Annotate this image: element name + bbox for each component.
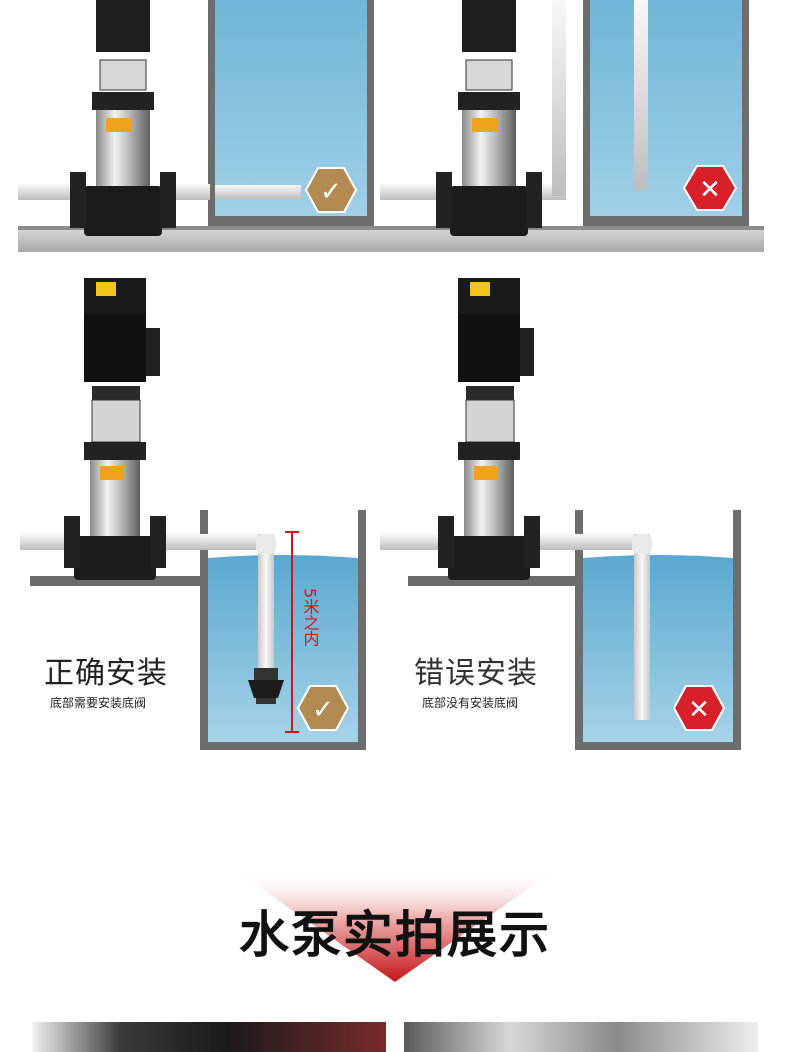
foot-valve-icon	[248, 668, 284, 704]
depth-label-text: 5米之内	[300, 588, 320, 647]
section-header-arrow-icon	[235, 870, 555, 982]
correct-install-pump	[64, 278, 166, 580]
wrong-install-pump	[438, 278, 540, 580]
right-ground-ledge	[408, 576, 580, 586]
correct-check-symbol: ✓	[312, 695, 334, 725]
correct-install-title: 正确安装	[44, 656, 168, 691]
pump-photo-right	[404, 1022, 758, 1052]
top-cross-symbol: ✕	[699, 175, 721, 205]
depth-label: 5米之内	[300, 588, 320, 649]
pump-photo-left	[32, 1022, 386, 1052]
cross-badge-icon	[682, 165, 738, 211]
top-install-diagram: ✓ ✕	[18, 0, 764, 252]
wrong-install-subtitle: 底部没有安装底阀	[422, 696, 519, 710]
top-check-symbol: ✓	[320, 177, 342, 207]
section-title: 水泵实拍展示	[239, 906, 551, 964]
left-ground-ledge	[30, 576, 206, 586]
correct-install-subtitle: 底部需要安装底阀	[50, 696, 147, 710]
check-badge-icon	[296, 685, 350, 731]
top-right-pump	[380, 0, 566, 236]
wrong-install-title: 错误安装	[414, 656, 538, 691]
depth-marker	[285, 531, 299, 733]
wrong-cross-symbol: ✕	[688, 695, 710, 725]
middle-install-diagram: ✓ ✕	[20, 278, 741, 750]
check-badge-icon	[304, 167, 358, 213]
top-left-pump	[18, 0, 210, 236]
cross-badge-icon	[672, 685, 726, 731]
